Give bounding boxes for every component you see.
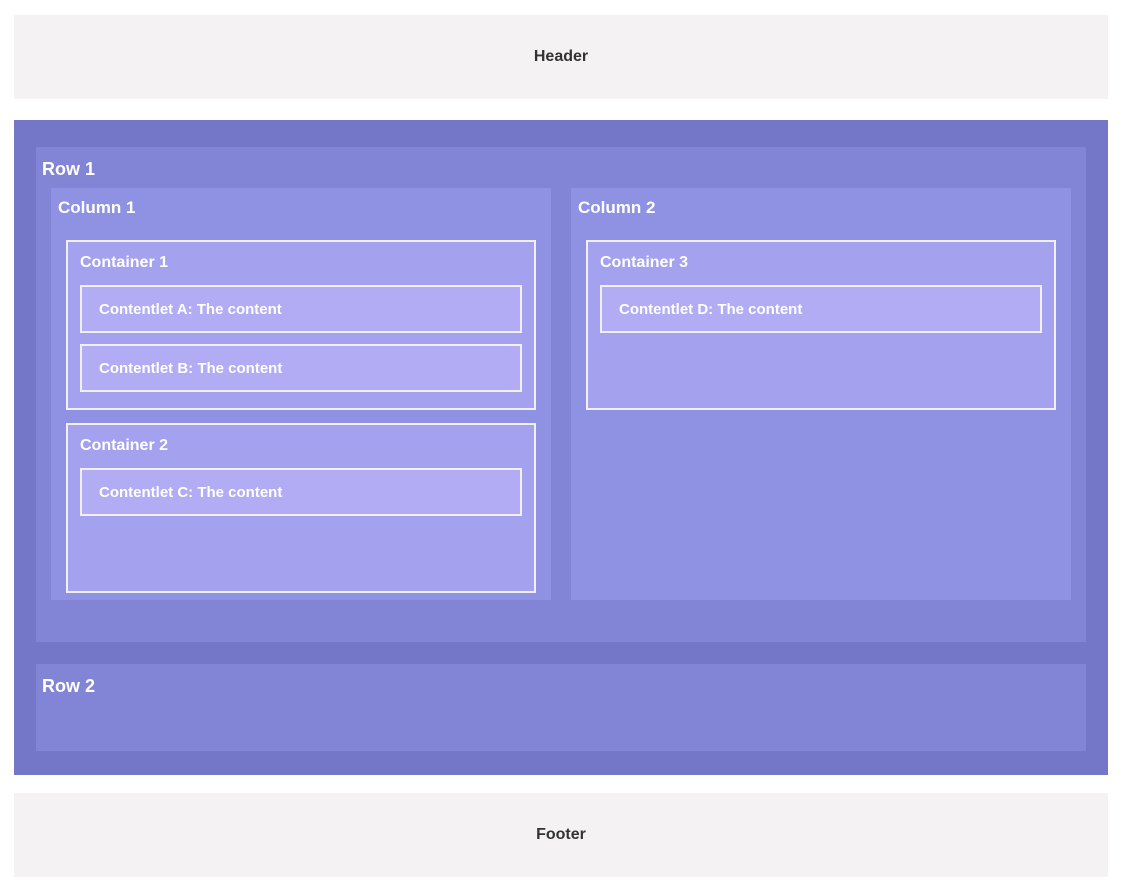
column-1: Column 1 Container 1 Contentlet A: The c… [51,188,551,600]
row-label: Row 1 [42,159,96,179]
column-label: Column 2 [578,198,656,217]
row-2: Row 2 [36,664,1086,751]
container-1: Container 1 Contentlet A: The content Co… [66,240,536,410]
contentlet-label: Contentlet B: The content [99,359,283,377]
row-1: Row 1 Column 1 Container 1 Contentlet A:… [36,147,1086,642]
contentlet-label: Contentlet D: The content [619,300,803,318]
container-3: Container 3 Contentlet D: The content [586,240,1056,410]
page-header-band: Header [14,15,1108,99]
header-label: Header [533,48,589,65]
row-label: Row 2 [42,676,96,696]
contentlet-d: Contentlet D: The content [600,285,1042,333]
footer-label: Footer [536,826,586,843]
contentlet-label: Contentlet A: The content [99,300,282,318]
columns-area: Column 1 Container 1 Contentlet A: The c… [51,188,1071,600]
column-label: Column 1 [58,198,136,217]
contentlet-c: Contentlet C: The content [80,468,522,516]
page-body-wrapper: Row 1 Column 1 Container 1 Contentlet A:… [14,120,1108,775]
contentlet-b: Contentlet B: The content [80,344,522,392]
container-2: Container 2 Contentlet C: The content [66,423,536,593]
page-footer-band: Footer [14,793,1108,877]
contentlet-label: Contentlet C: The content [99,483,283,501]
contentlet-a: Contentlet A: The content [80,285,522,333]
container-label: Container 1 [80,254,169,271]
container-label: Container 2 [80,437,169,454]
column-2: Column 2 Container 3 Contentlet D: The c… [571,188,1071,600]
container-label: Container 3 [600,254,689,271]
